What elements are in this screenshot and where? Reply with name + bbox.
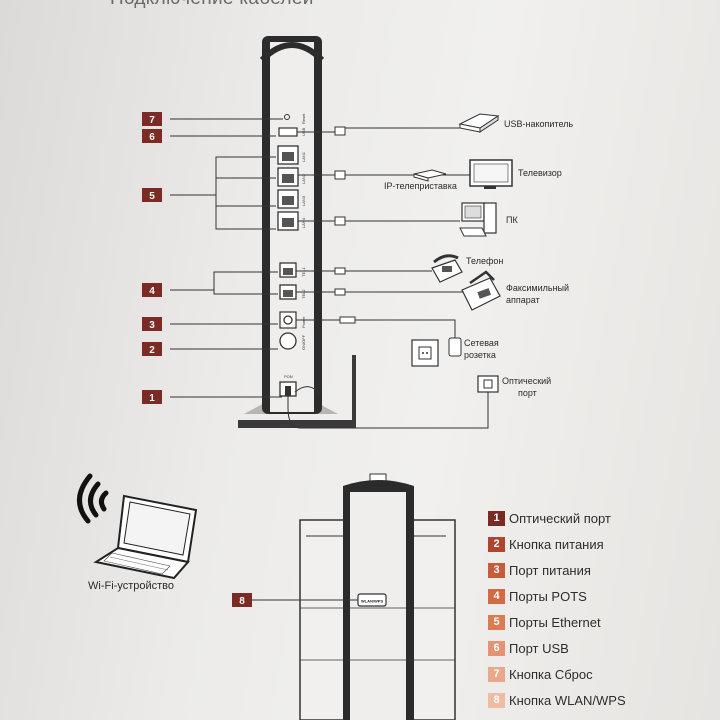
svg-text:4: 4 [149,286,155,297]
label-optical-line1: Оптический [502,376,552,386]
router-side-view: WLAN/WPS [252,473,456,720]
label-pc: ПК [506,215,518,225]
svg-text:5: 5 [149,191,155,202]
router-ports [277,114,299,397]
legend-label: Порт питания [509,562,591,578]
callout-5: 5 [142,188,162,202]
tv-device [469,159,513,189]
usb-storage-device [458,113,500,133]
wifi-waves-icon [77,473,109,524]
legend-badge: 8 [488,692,505,708]
port-label-lan3: LAN3 [301,195,306,206]
label-phone: Телефон [466,256,504,266]
svg-text:1: 1 [149,393,155,404]
router-back-view [238,36,356,428]
callout-1: 1 [142,390,162,404]
port-label-lan4: LAN4 [301,217,306,228]
label-socket-line2: розетка [464,350,496,360]
legend-label: Порты Ethernet [509,614,601,630]
svg-text:2: 2 [149,345,155,356]
port-label-lan2: LAN2 [301,173,306,184]
svg-text:6: 6 [149,132,155,143]
label-optical-line2: порт [518,388,537,398]
power-button [279,332,297,350]
legend-badge: 3 [488,562,505,578]
laptop-icon [93,494,198,580]
page-title: Подключение кабелей [110,0,314,10]
usb-port [278,127,298,137]
port-label-onoff: ON/OFF [301,334,306,350]
label-usb-storage: USB-накопитель [504,119,574,129]
label-fax-line2: аппарат [506,295,540,305]
callout-2: 2 [142,342,162,356]
legend-badge: 6 [488,640,505,656]
legend-label: Порты POTS [509,588,587,604]
legend-label: Кнопка WLAN/WPS [509,692,626,708]
legend-badge: 2 [488,536,505,552]
fax-device [461,270,501,311]
phone-device [431,254,463,283]
callout-lines [170,118,283,398]
legend-label: Кнопка Сброс [509,666,593,682]
label-socket-line1: Сетевая [464,338,499,348]
iptv-box-device [413,169,447,182]
port-text: Reset USB LAN1 LAN2 LAN3 LAN4 TEL1 TEL2 … [284,113,306,379]
port-label-lan1: LAN1 [301,151,306,162]
port-label-tel2: TEL2 [301,289,306,299]
label-tv: Телевизор [518,168,562,178]
callout-8: 8 [232,593,252,607]
optical-port-box [477,375,499,393]
port-label-power: Power [301,316,306,328]
wall-socket-device [411,337,462,367]
callout-badges: 7 6 5 4 3 2 1 8 [142,112,252,607]
legend-badge: 7 [488,666,505,682]
svg-text:8: 8 [239,596,245,607]
wlan-wps-label: WLAN/WPS [361,599,384,604]
label-fax-line1: Факсимильный [506,283,570,293]
legend-label: Порт USB [509,640,569,656]
legend-badge: 5 [488,614,505,630]
callout-3: 3 [142,317,162,331]
legend-badge: 4 [488,588,505,604]
callout-7: 7 [142,112,162,126]
legend-badge: 1 [488,510,505,526]
port-label-tel1: TEL1 [301,267,306,277]
legend-label: Кнопка питания [509,536,604,552]
port-label-reset: Reset [301,113,306,124]
power-jack [279,311,297,329]
label-iptv-box: IP-телеприставка [384,181,457,191]
callout-4: 4 [142,283,162,297]
port-label-pon: PON [284,374,293,379]
cables [287,127,489,429]
callout-6: 6 [142,129,162,143]
label-wifi-device: Wi-Fi-устройство [88,580,174,592]
cable-plugs [334,126,356,324]
reset-hole [284,114,290,120]
pc-device [459,202,497,237]
svg-text:3: 3 [149,320,155,331]
svg-text:7: 7 [149,115,155,126]
legend-label: Оптический порт [509,510,611,526]
